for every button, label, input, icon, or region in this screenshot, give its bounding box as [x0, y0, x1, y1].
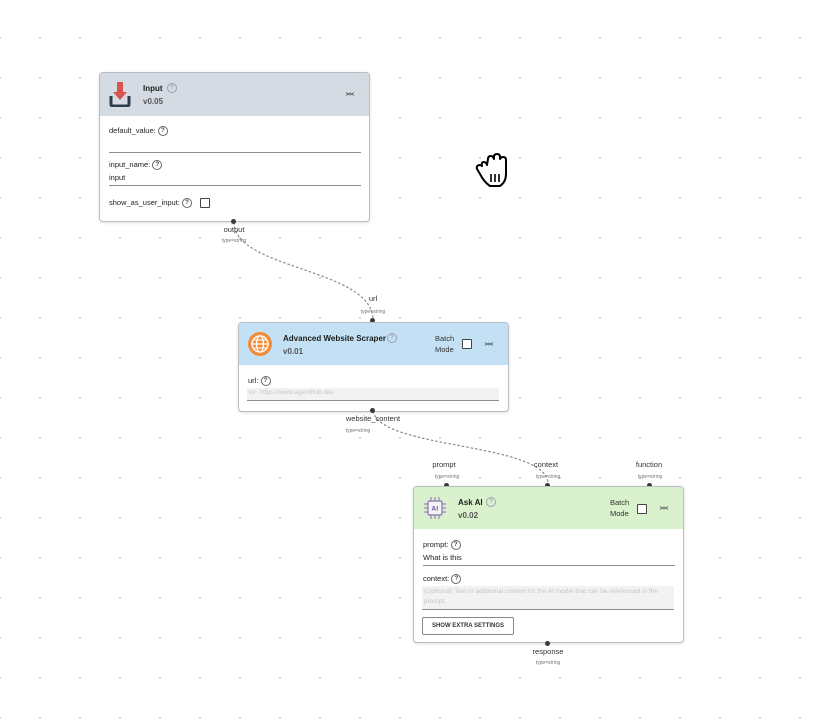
function-port-type: type=string — [637, 474, 663, 480]
advanced-website-scraper-node[interactable]: Advanced Website Scraper ? v0.01 Batch M… — [238, 322, 509, 412]
url-port-type: type=string — [360, 309, 386, 315]
show-as-user-input-checkbox[interactable] — [200, 198, 210, 208]
prompt-port-type: type=string — [434, 474, 460, 480]
context-port-type: type=string — [535, 474, 561, 480]
ai-chip-icon: AI — [424, 497, 446, 519]
response-port-type: type=string — [535, 660, 561, 666]
scraper-node-title: Advanced Website Scraper — [283, 334, 387, 343]
collapse-icon[interactable]: ︿﹀ — [484, 337, 494, 352]
input-node[interactable]: Input ? v0.05 ︿﹀ default_value: ? input_… — [99, 72, 370, 222]
website-content-port[interactable] — [370, 408, 375, 413]
collapse-icon[interactable]: ︿﹀ — [345, 87, 355, 102]
collapse-icon[interactable]: ︿﹀ — [659, 501, 669, 516]
grab-hand-icon — [475, 153, 507, 187]
function-port-name: function — [635, 460, 663, 469]
batch-mode-checkbox[interactable] — [637, 504, 647, 514]
output-port[interactable] — [231, 219, 236, 224]
wire-input-to-url — [233, 221, 374, 321]
url-port-name: url — [368, 294, 378, 303]
response-port-name: response — [532, 647, 564, 656]
show-as-user-input-label: show_as_user_input: ? — [109, 198, 192, 209]
input-name-help-icon[interactable]: ? — [152, 160, 163, 171]
website-content-port-type: type=string — [345, 428, 371, 434]
prompt-port-name: prompt — [432, 460, 456, 469]
input-name-underline — [109, 185, 361, 186]
output-port-name: output — [223, 225, 245, 234]
response-port[interactable] — [545, 641, 550, 646]
download-icon — [109, 82, 131, 107]
ask-ai-node[interactable]: AI Ask AI ? v0.02 Batch Mode ︿﹀ prompt: … — [413, 486, 684, 643]
prompt-underline — [423, 565, 675, 566]
prompt-port[interactable] — [444, 483, 449, 488]
ask-ai-node-version: v0.02 — [458, 511, 479, 520]
url-port[interactable] — [370, 318, 375, 323]
batch-mode-checkbox[interactable] — [462, 339, 472, 349]
globe-icon — [248, 332, 272, 356]
context-field-label: context: ? — [423, 574, 462, 585]
prompt-field-label: prompt: ? — [423, 540, 461, 551]
show-extra-settings-button[interactable]: SHOW EXTRA SETTINGS — [422, 617, 514, 635]
output-port-type: type=string — [221, 238, 247, 244]
context-port-name: context — [533, 460, 559, 469]
wire-content-to-context — [372, 410, 549, 485]
url-input[interactable]: ex: https://www.agenthub.dev — [247, 388, 499, 401]
prompt-help-icon[interactable]: ? — [450, 540, 461, 551]
show-as-user-input-help-icon[interactable]: ? — [181, 198, 192, 209]
input-node-header[interactable]: Input ? v0.05 ︿﹀ — [100, 73, 369, 116]
input-node-help-icon[interactable]: ? — [167, 83, 177, 93]
website-content-port-name: website_content — [345, 414, 401, 423]
ask-ai-node-header[interactable]: AI Ask AI ? v0.02 Batch Mode ︿﹀ — [414, 487, 683, 529]
scraper-node-version: v0.01 — [283, 347, 304, 356]
prompt-input[interactable]: What is this — [423, 553, 462, 562]
batch-mode-label: Batch Mode — [610, 498, 630, 518]
input-name-input[interactable]: input — [109, 173, 126, 182]
default-value-help-icon[interactable]: ? — [157, 126, 168, 137]
scraper-node-header[interactable]: Advanced Website Scraper ? v0.01 Batch M… — [239, 323, 508, 365]
context-port[interactable] — [545, 483, 550, 488]
input-node-version: v0.05 — [143, 97, 164, 106]
context-help-icon[interactable]: ? — [451, 574, 462, 585]
input-node-title: Input — [143, 84, 163, 93]
context-input[interactable]: (Optional) Text or additional context fo… — [422, 586, 674, 610]
scraper-node-help-icon[interactable]: ? — [387, 333, 397, 343]
svg-text:AI: AI — [432, 506, 439, 513]
input-name-label: input_name: ? — [109, 160, 163, 171]
batch-mode-label: Batch Mode — [435, 334, 455, 354]
url-help-icon[interactable]: ? — [260, 376, 271, 387]
url-field-label: url: ? — [248, 376, 271, 387]
default-value-input[interactable] — [109, 141, 359, 151]
ask-ai-node-help-icon[interactable]: ? — [486, 497, 496, 507]
default-value-label: default_value: ? — [109, 126, 168, 137]
default-value-underline — [109, 152, 361, 153]
function-port[interactable] — [647, 483, 652, 488]
ask-ai-node-title: Ask AI — [458, 498, 483, 507]
